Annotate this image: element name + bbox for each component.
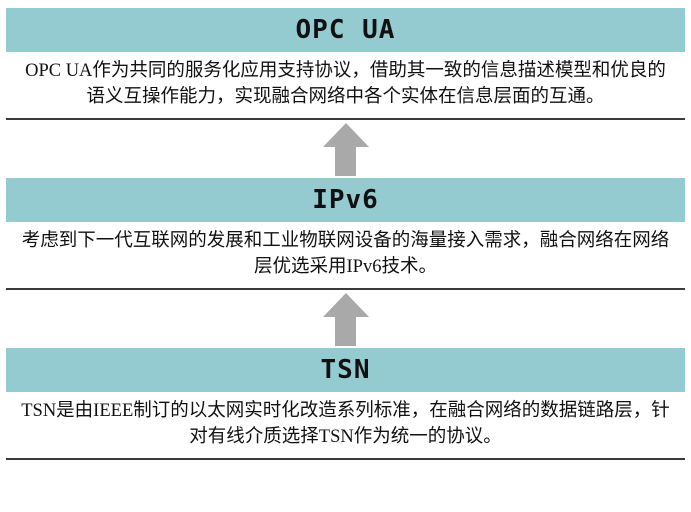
section-opc-ua: OPC UA OPC UA作为共同的服务化应用支持协议，借助其一致的信息描述模型… (6, 8, 685, 120)
up-arrow-shaft (335, 317, 356, 346)
section-ipv6: IPv6 考虑到下一代互联网的发展和工业物联网设备的海量接入需求，融合网络在网络… (6, 178, 685, 290)
section-body-tsn: TSN是由IEEE制订的以太网实时化改造系列标准，在融合网络的数据链路层，针对有… (6, 392, 685, 458)
section-body-ipv6: 考虑到下一代互联网的发展和工业物联网设备的海量接入需求，融合网络在网络层优选采用… (6, 222, 685, 288)
up-arrow-icon (322, 293, 369, 346)
section-body-opc-ua: OPC UA作为共同的服务化应用支持协议，借助其一致的信息描述模型和优良的语义互… (6, 52, 685, 118)
section-title-tsn: TSN (6, 348, 685, 392)
up-arrow-head (322, 293, 369, 317)
section-tsn: TSN TSN是由IEEE制订的以太网实时化改造系列标准，在融合网络的数据链路层… (6, 348, 685, 460)
section-title-ipv6: IPv6 (6, 178, 685, 222)
up-arrow-shaft (335, 147, 356, 176)
up-arrow-head (322, 123, 369, 147)
section-title-opc-ua: OPC UA (6, 8, 685, 52)
up-arrow-icon (322, 123, 369, 176)
